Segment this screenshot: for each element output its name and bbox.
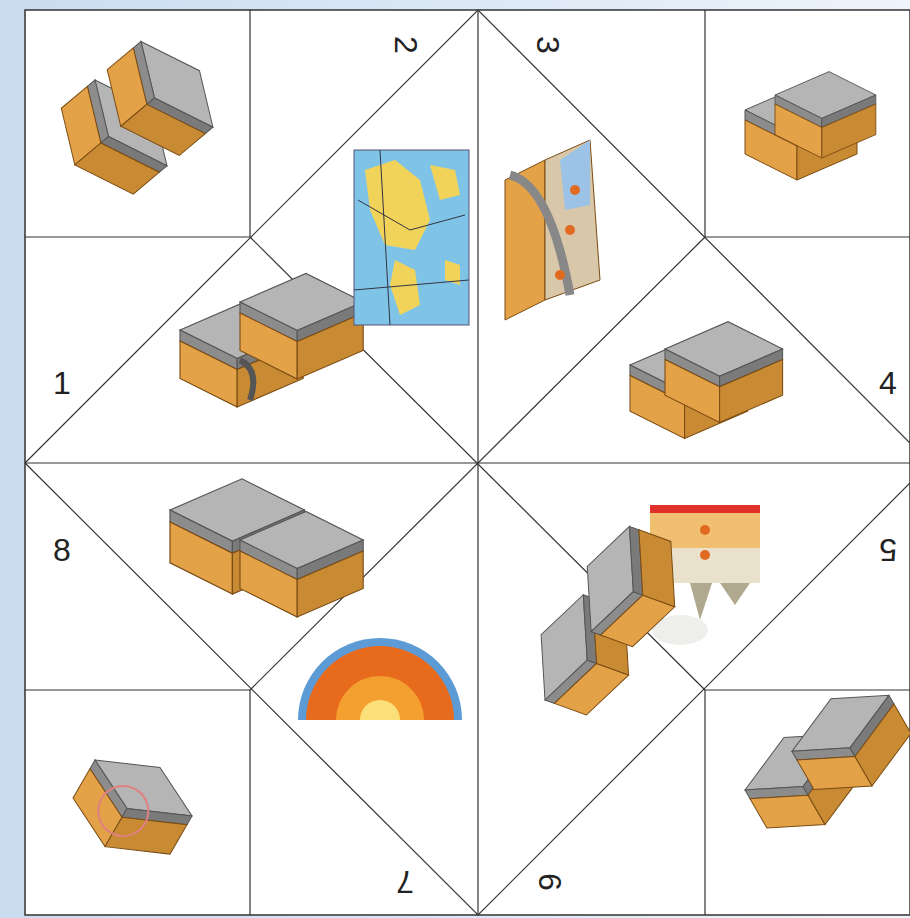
- callout-number: 7: [385, 862, 425, 902]
- callout-number: 8: [42, 530, 82, 570]
- world-plate-map: [354, 150, 469, 325]
- callout-number: 6: [530, 862, 570, 902]
- callout-number: 1: [42, 363, 82, 403]
- callout-number: 3: [528, 25, 568, 65]
- callout-number: 4: [868, 363, 908, 403]
- callout-number: 2: [386, 25, 426, 65]
- earth-interior: [298, 638, 462, 720]
- subduction-zone: [505, 140, 600, 320]
- callout-number: 5: [868, 530, 908, 570]
- fold-lines: [25, 10, 910, 915]
